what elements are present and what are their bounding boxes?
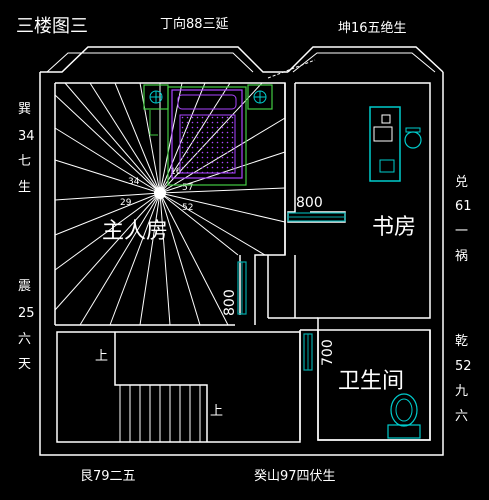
stair-up-label-2: 上 (210, 404, 223, 419)
door-bathroom (303, 333, 313, 371)
bed (167, 86, 247, 186)
stair-treads (119, 385, 201, 442)
drawing-title: 三楼图三 (16, 16, 88, 37)
svg-text:天: 天 (18, 357, 31, 372)
svg-text:乾: 乾 (455, 334, 468, 349)
svg-text:61: 61 (455, 199, 472, 214)
svg-text:34: 34 (18, 129, 35, 144)
compass-degree-2: 29 (120, 198, 132, 208)
svg-text:七: 七 (18, 154, 31, 169)
compass-degree-3: 16 (170, 167, 182, 177)
compass-rose (54, 82, 286, 326)
room-label-bathroom: 卫生间 (338, 369, 404, 394)
svg-text:六: 六 (455, 409, 468, 424)
nightstand-right (247, 84, 273, 110)
door-study (287, 212, 346, 222)
svg-text:生: 生 (18, 180, 31, 195)
bedroom-walls (239, 83, 286, 325)
study-desk (369, 106, 401, 182)
svg-text:祸: 祸 (455, 249, 468, 264)
compass-center (154, 187, 166, 199)
nightstand-left (143, 84, 169, 110)
direction-bottom-right: 癸山97四伏生 (254, 469, 336, 484)
svg-text:25: 25 (18, 306, 35, 321)
dimension-bedroom-door: 800 (222, 289, 238, 316)
room-label-master-bedroom: 主人房 (102, 219, 168, 244)
svg-text:六: 六 (18, 332, 31, 347)
door-bedroom (237, 261, 247, 315)
dimension-study-door: 800 (296, 195, 323, 211)
svg-text:九: 九 (455, 384, 468, 399)
direction-left-bottom: 震 25 六 天 (18, 279, 35, 372)
toilet (387, 393, 421, 439)
svg-text:兑: 兑 (455, 175, 468, 190)
stair-room (56, 331, 301, 443)
direction-right-top: 兑 61 一 祸 (455, 175, 472, 264)
direction-left-top: 巽 34 七 生 (18, 102, 35, 195)
direction-bottom-left: 艮79二五 (80, 469, 136, 484)
svg-text:巽: 巽 (18, 102, 31, 117)
compass-degree-5: 52 (182, 203, 193, 213)
room-label-study: 书房 (372, 215, 416, 240)
svg-text:震: 震 (18, 279, 31, 294)
study-chair (404, 127, 422, 149)
svg-text:52: 52 (455, 359, 472, 374)
dimension-bathroom-door: 700 (320, 339, 336, 366)
stair-up-label-1: 上 (95, 349, 108, 364)
svg-text:一: 一 (455, 224, 468, 239)
direction-top-right: 坤16五绝生 (338, 20, 407, 36)
compass-degree-1: 34 (128, 177, 140, 187)
direction-right-bottom: 乾 52 九 六 (455, 334, 472, 424)
direction-top-left: 丁向88三延 (160, 16, 229, 32)
bed-side-panel (149, 110, 158, 136)
compass-degree-4: 57 (182, 183, 193, 193)
